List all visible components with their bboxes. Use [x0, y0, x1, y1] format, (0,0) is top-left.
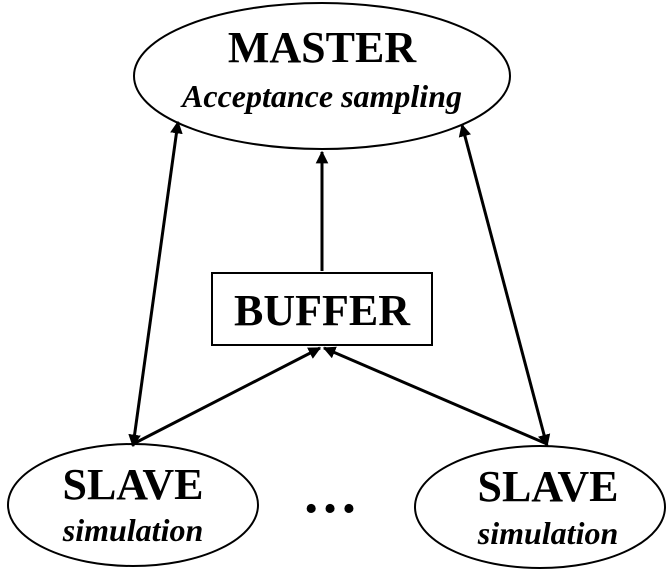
slave-subtitle-left: simulation: [62, 512, 204, 548]
master-node: MASTER Acceptance sampling: [133, 2, 511, 150]
buffer-box: [211, 272, 433, 346]
master-ellipse: [133, 2, 511, 150]
connections: [128, 120, 551, 448]
master-title: MASTER: [228, 23, 417, 72]
slave-title-left: SLAVE: [62, 460, 203, 509]
slave-node-left: SLAVE simulation: [7, 443, 259, 567]
arrow-master-slave-left: [128, 120, 183, 448]
slave-subtitle-right: simulation: [477, 515, 619, 551]
slave-node-right: SLAVE simulation: [414, 445, 666, 569]
arrow-slave-right-to-buffer: [322, 346, 548, 446]
arrow-master-slave-right: [458, 123, 551, 448]
more-slaves-ellipsis: …: [302, 463, 358, 525]
arrow-slave-left-to-buffer: [132, 346, 322, 446]
buffer-label: BUFFER: [234, 286, 411, 335]
slave-title-right: SLAVE: [477, 462, 618, 511]
master-subtitle: Acceptance sampling: [180, 78, 462, 114]
buffer-node: BUFFER: [211, 272, 433, 346]
